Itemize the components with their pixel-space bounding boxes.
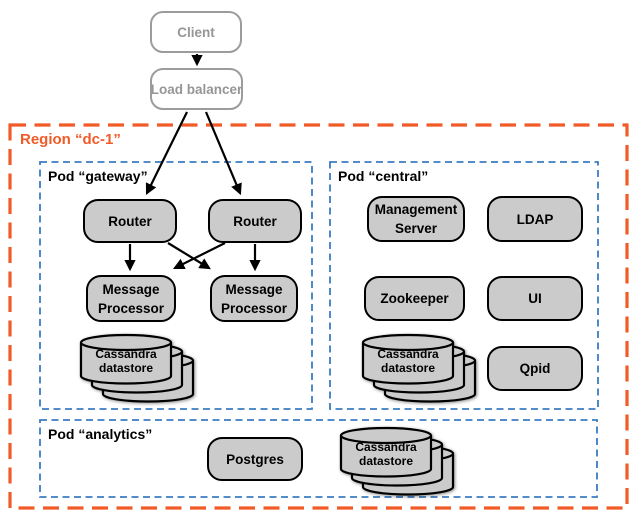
pod-central-label: Pod “central” — [338, 168, 429, 184]
cassandra-datastore-central-icon — [361, 333, 477, 403]
pod-gateway-label: Pod “gateway” — [48, 168, 148, 184]
cassandra-datastore-analytics-label: Cassandra datastore — [355, 440, 417, 468]
node-router-2: Router — [208, 199, 302, 243]
pod-central-border — [329, 161, 599, 410]
node-qpid: Qpid — [487, 346, 583, 391]
node-message-processor-2: Message Processor — [210, 275, 298, 322]
node-ldap: LDAP — [487, 196, 583, 242]
region-dc1-border — [8, 123, 629, 510]
pod-gateway-border — [39, 161, 313, 410]
node-management-server: Management Server — [367, 196, 465, 242]
cassandra-datastore-central-label: Cassandra datastore — [377, 347, 439, 375]
arrow-loadbalancer-to-router2 — [204, 111, 242, 196]
node-postgres: Postgres — [207, 437, 303, 481]
region-dc1-label: Region “dc-1” — [20, 131, 121, 148]
node-client: Client — [150, 11, 242, 53]
node-load-balancer: Load balancer — [150, 68, 243, 110]
node-zookeeper: Zookeeper — [364, 276, 465, 321]
cassandra-datastore-gateway-label: Cassandra datastore — [95, 347, 157, 375]
cassandra-datastore-analytics-icon — [339, 426, 455, 496]
pod-analytics-label: Pod “analytics” — [48, 426, 153, 442]
node-router-1: Router — [83, 199, 177, 243]
arrow-loadbalancer-to-router1 — [145, 111, 188, 196]
arrow-router2-to-mp1 — [172, 242, 226, 270]
node-message-processor-1: Message Processor — [86, 275, 176, 322]
node-ui: UI — [487, 276, 583, 321]
pod-analytics-border — [39, 419, 598, 498]
cassandra-datastore-gateway-icon — [79, 333, 195, 403]
arrow-router1-to-mp2 — [167, 242, 211, 270]
